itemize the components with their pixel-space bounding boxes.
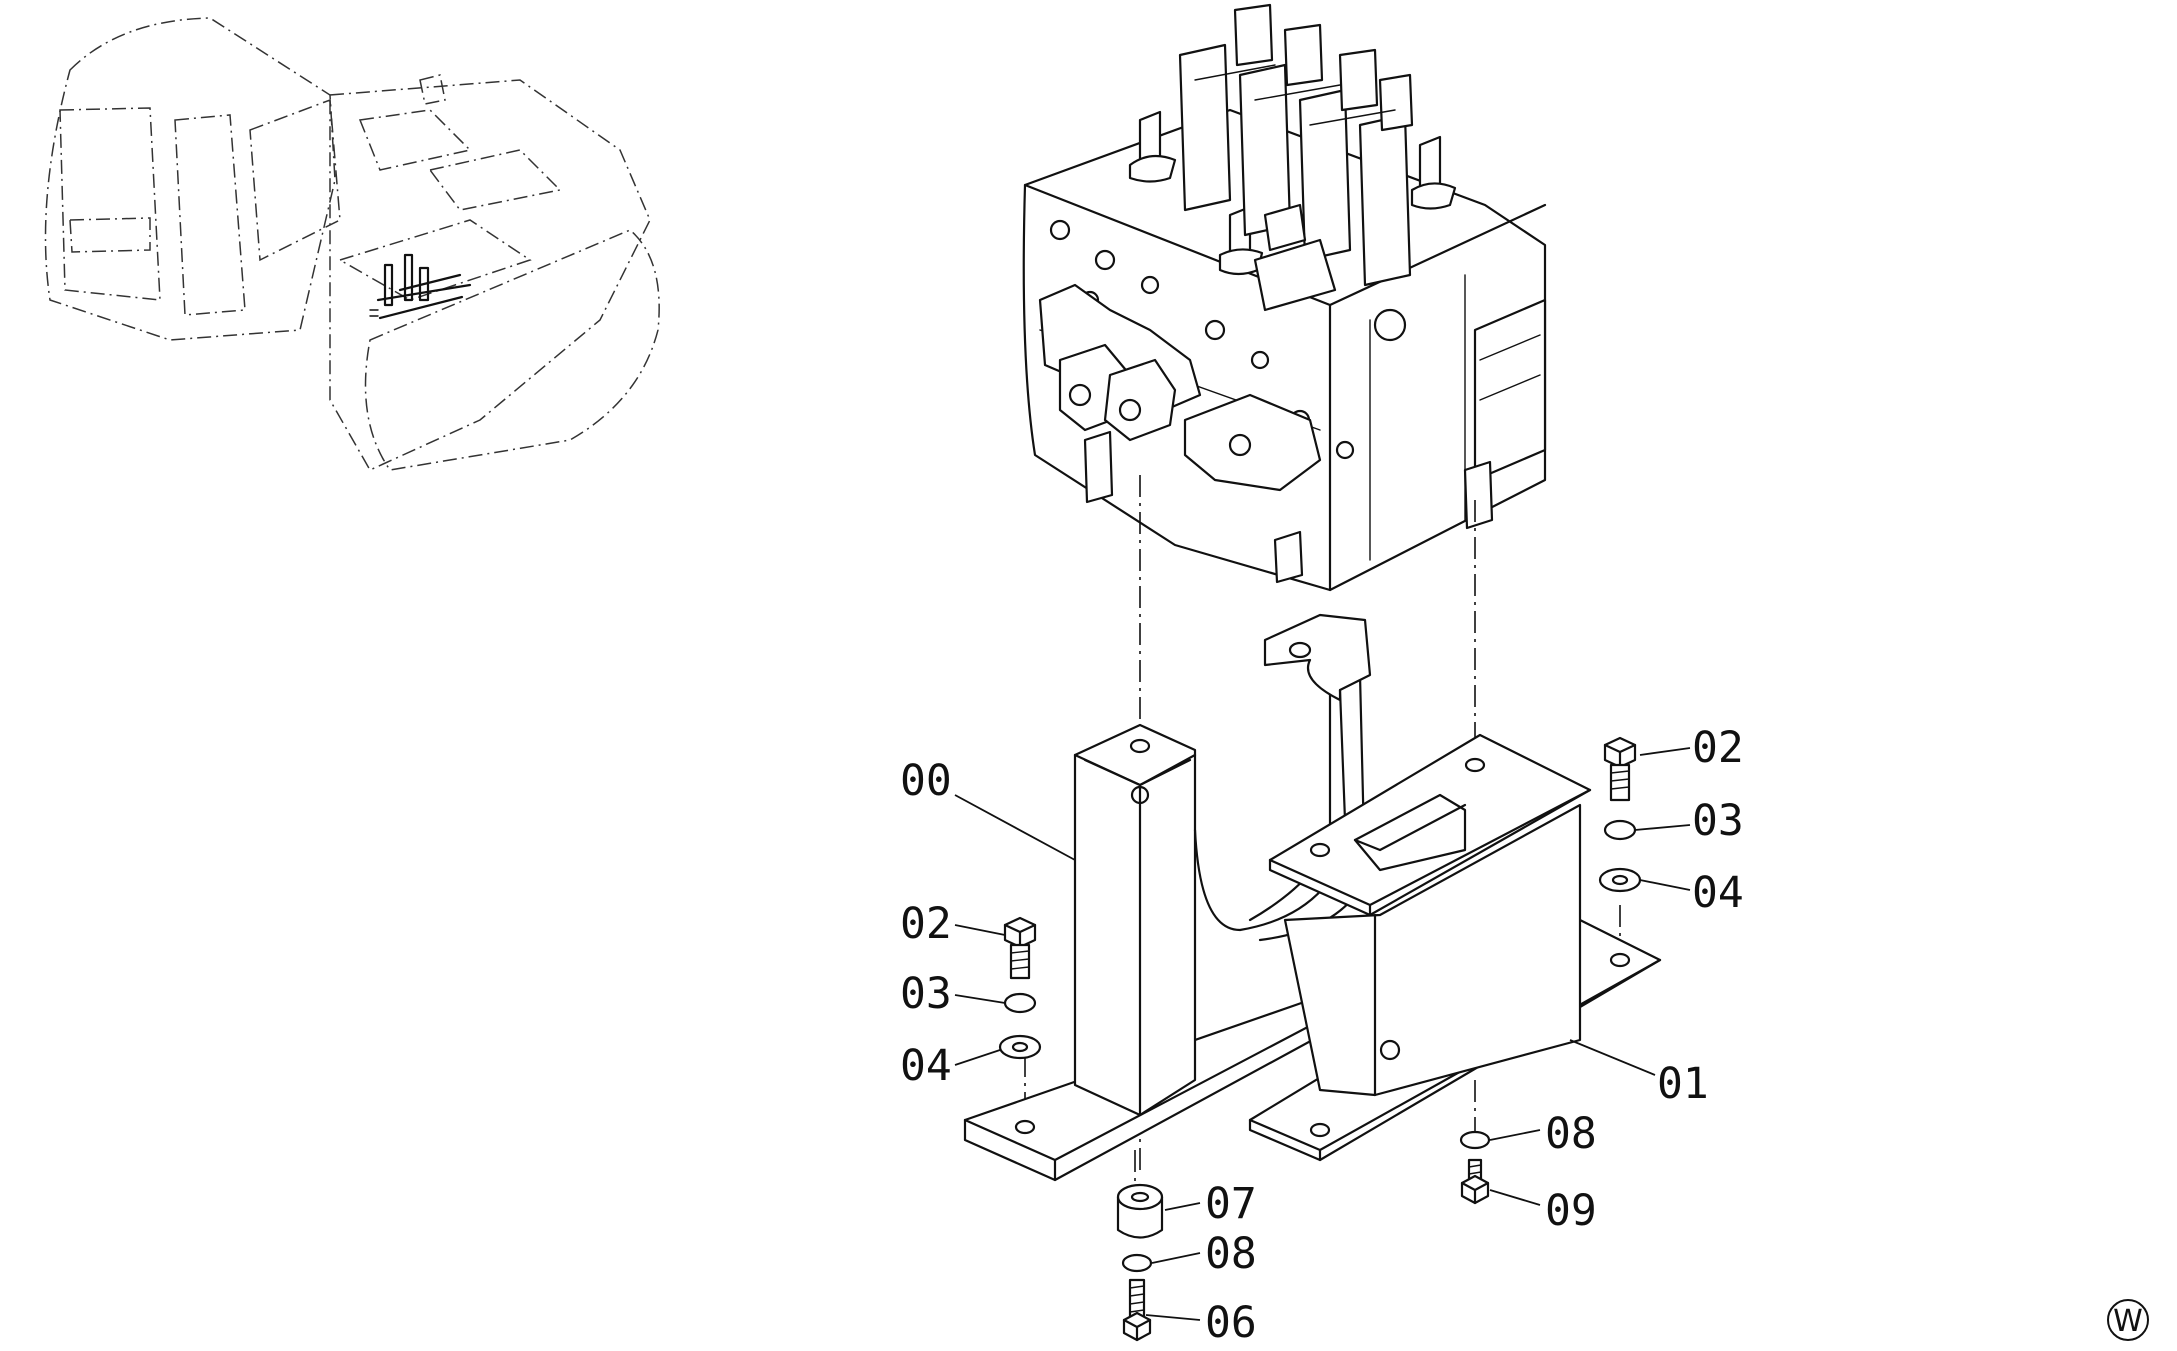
bolt-right	[1603, 736, 1637, 802]
control-valve	[1022, 3, 1547, 592]
corner-mark: W	[2107, 1299, 2149, 1341]
label-03-right: 03	[1692, 796, 1744, 846]
label-07: 07	[1205, 1179, 1257, 1229]
excavator-location-thumbnail	[44, 17, 660, 471]
label-00: 00	[900, 756, 952, 806]
bracket-part-00	[963, 613, 1372, 1182]
label-08-right: 08	[1545, 1109, 1597, 1159]
spacer	[1116, 1183, 1164, 1239]
label-04-left: 04	[900, 1041, 952, 1091]
label-02-left: 02	[900, 899, 952, 949]
leader-lines	[954, 747, 1691, 1321]
lock-washer-right	[1603, 819, 1637, 841]
bracket-part-01	[1248, 733, 1662, 1162]
corner-mark-letter: W	[2113, 1304, 2143, 1339]
washer-right-bottom	[1459, 1130, 1491, 1150]
bolt-left	[1003, 916, 1037, 980]
bolt-right-bottom	[1460, 1158, 1490, 1205]
washer-right	[1598, 867, 1642, 893]
label-06: 06	[1205, 1298, 1257, 1348]
label-08-bottom: 08	[1205, 1229, 1257, 1279]
label-03-left: 03	[900, 969, 952, 1019]
label-02-right: 02	[1692, 723, 1744, 773]
label-09: 09	[1545, 1186, 1597, 1236]
washer-left	[998, 1034, 1042, 1060]
washer-left-hole	[1011, 1041, 1029, 1053]
label-04-right: 04	[1692, 868, 1744, 918]
label-01: 01	[1657, 1059, 1709, 1109]
lock-washer-left	[1003, 992, 1037, 1014]
bolt-bottom	[1122, 1278, 1152, 1342]
callout-labels: 00 02 03 04 02 03 04 01 08 09 07 08 06	[900, 723, 1744, 1348]
washer-bottom	[1121, 1253, 1153, 1273]
washer-right-hole	[1611, 874, 1629, 886]
